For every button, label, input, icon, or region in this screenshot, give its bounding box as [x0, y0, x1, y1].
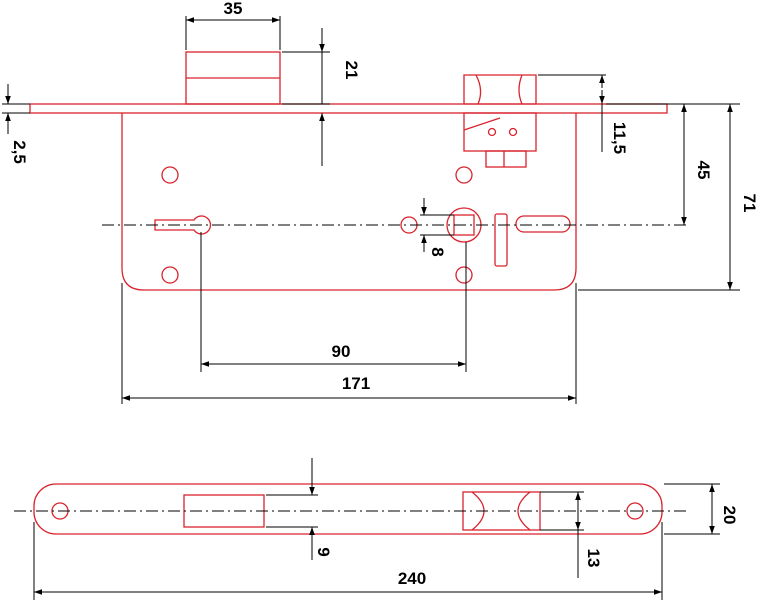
dim-label-21: 21	[342, 61, 361, 80]
dim-label-240: 240	[398, 569, 426, 588]
dim-label-13: 13	[584, 549, 603, 568]
dim-label-45: 45	[694, 161, 713, 180]
dimension-21: 21	[282, 28, 361, 166]
screw-hole	[455, 266, 473, 284]
screw-hole	[161, 166, 179, 184]
dim-label-90: 90	[332, 342, 351, 361]
dimension-35: 35	[185, 0, 281, 50]
deadbolt	[185, 51, 281, 105]
dimension-11-5: 11,5	[538, 74, 669, 154]
screw-hole	[161, 266, 179, 284]
dim-label-20: 20	[720, 506, 739, 525]
dimension-13: 13	[540, 491, 603, 578]
dim-label-11-5: 11,5	[610, 122, 629, 154]
dim-label-2-5: 2,5	[10, 140, 29, 164]
dim-label-8: 8	[428, 247, 447, 256]
faceplate-front-view	[14, 483, 690, 535]
lock-side-view	[29, 51, 688, 291]
dim-label-35: 35	[224, 0, 243, 18]
dimension-71: 71	[578, 104, 757, 291]
dim-label-71: 71	[740, 194, 757, 213]
vertical-slot	[494, 213, 508, 267]
dimension-9: 9	[266, 458, 333, 560]
dimension-2-5: 2,5	[2, 84, 30, 164]
dimension-90: 90	[200, 232, 467, 372]
dimension-8: 8	[420, 198, 454, 257]
faceplate-outline	[33, 483, 663, 535]
lock-case	[121, 113, 577, 291]
dimension-45: 45	[669, 103, 740, 225]
faceplate-strip	[29, 103, 668, 114]
dimension-240: 240	[33, 522, 663, 600]
dimension-171: 171	[121, 283, 577, 404]
dim-label-171: 171	[342, 374, 370, 393]
screw-hole	[455, 166, 473, 184]
faceplate-screw-hole	[626, 502, 644, 520]
dim-label-9: 9	[314, 547, 333, 556]
horizontal-slot	[515, 215, 571, 233]
latch-bolt	[463, 74, 537, 168]
keyhole	[154, 215, 212, 235]
dimension-20: 20	[664, 483, 739, 535]
